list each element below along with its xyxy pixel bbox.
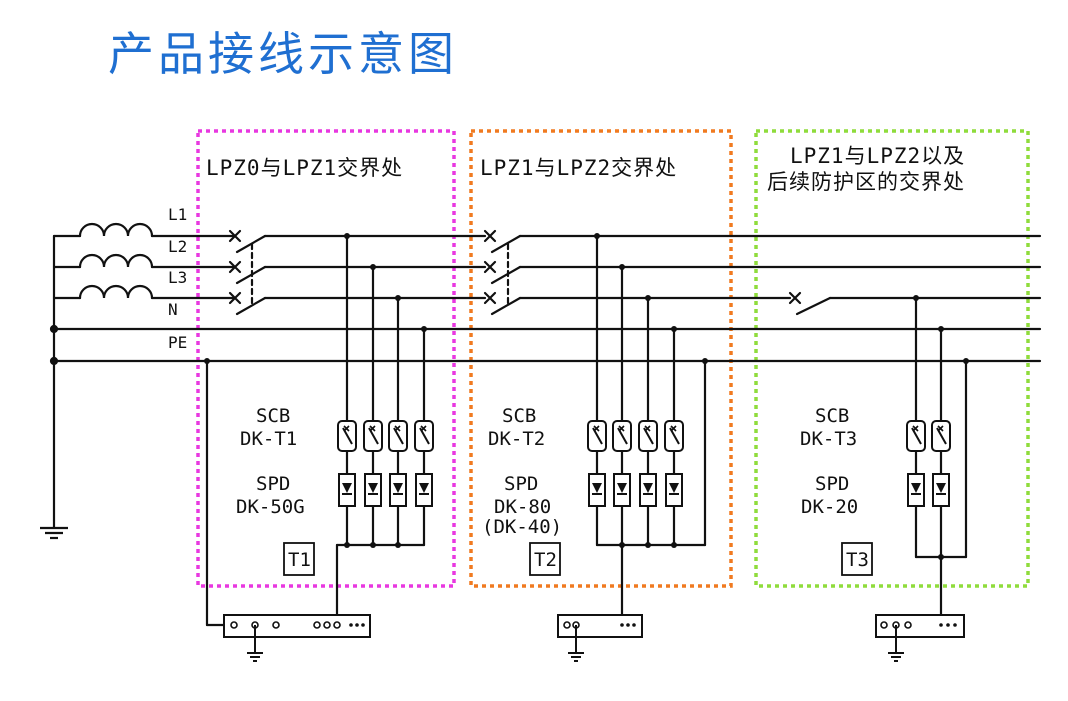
ground-icon [40, 520, 68, 540]
spd-arrester-icon [907, 473, 925, 507]
spd-arrester-icon [665, 473, 683, 507]
scb-label-2: SCB [502, 405, 536, 427]
tag-t3: T3 [846, 549, 869, 571]
line-label-n: N [168, 300, 178, 319]
spd-arrester-icon [639, 473, 657, 507]
ground-icon [888, 625, 904, 662]
spd-alt-model-2: (DK-40) [482, 516, 562, 538]
terminal-bar-icon [875, 614, 965, 638]
line-label-l1: L1 [168, 205, 187, 224]
scb-label-3: SCB [815, 405, 849, 427]
scb-fuse-icon [664, 420, 684, 452]
zone-title-2: LPZ1与LPZ2交界处 [480, 156, 677, 180]
scb-label-1: SCB [256, 405, 290, 427]
zone-title-3-line2: 后续防护区的交界处 [767, 170, 965, 194]
spd-label-2: SPD [504, 473, 538, 495]
scb-fuse-icon [414, 420, 434, 452]
breaker-switch-icon [788, 291, 832, 316]
tag-box-t1 [283, 542, 315, 576]
ground-icon [568, 625, 584, 662]
terminal-bars [223, 614, 965, 662]
spd-arrester-icon [932, 473, 950, 507]
tag-t2: T2 [534, 549, 557, 571]
spd-model-1: DK-50G [236, 496, 305, 518]
scb-fuse-icon [906, 420, 926, 452]
zone-title-1: LPZ0与LPZ1交界处 [206, 156, 403, 180]
tag-box-t2 [529, 542, 561, 576]
scb-fuse-icon [388, 420, 408, 452]
scb-model-3: DK-T3 [800, 428, 857, 450]
page-title: 产品接线示意图 [108, 27, 458, 81]
spd-model-2: DK-80 [494, 496, 551, 518]
zone-box-lpz2-subsequent [754, 129, 1030, 588]
breaker-switch-icon [228, 229, 267, 316]
zone-box-lpz1-lpz2 [469, 129, 733, 588]
spd-arrester-icon [389, 473, 407, 507]
scb-model-1: DK-T1 [240, 428, 297, 450]
spd-arrester-icon [613, 473, 631, 507]
scb-fuse-icon [638, 420, 658, 452]
spd-label-1: SPD [256, 473, 290, 495]
protection-devices [337, 420, 951, 507]
line-label-l3: L3 [168, 268, 187, 287]
zone-box-lpz0-lpz1 [196, 129, 456, 588]
breaker-switch-icon [483, 229, 522, 316]
scb-fuse-icon [587, 420, 607, 452]
line-label-pe: PE [168, 333, 187, 352]
inductor-coil-icon [78, 222, 154, 300]
spd-arrester-icon [415, 473, 433, 507]
tag-box-t3 [841, 542, 873, 576]
line-label-l2: L2 [168, 237, 187, 256]
spd-label-3: SPD [815, 473, 849, 495]
spd-arrester-icon [364, 473, 382, 507]
scb-fuse-icon [931, 420, 951, 452]
terminal-bar-icon [223, 614, 371, 638]
spd-model-3: DK-20 [801, 496, 858, 518]
junction-dots [204, 233, 969, 560]
spd-arrester-icon [588, 473, 606, 507]
tag-t1: T1 [288, 549, 311, 571]
zone-title-3-line1: LPZ1与LPZ2以及 [790, 144, 965, 168]
spd-arrester-icon [338, 473, 356, 507]
scb-model-2: DK-T2 [488, 428, 545, 450]
ground-icon [247, 625, 263, 662]
scb-fuse-icon [337, 420, 357, 452]
terminal-bar-icon [557, 614, 643, 638]
scb-fuse-icon [363, 420, 383, 452]
scb-fuse-icon [612, 420, 632, 452]
